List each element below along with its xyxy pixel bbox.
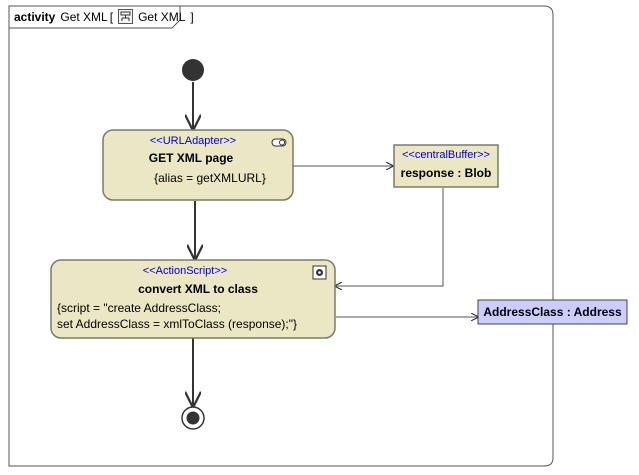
frame-name: Get XML xyxy=(60,9,108,24)
initial-node[interactable] xyxy=(182,59,204,81)
frame-ref-name: Get XML xyxy=(138,9,186,24)
script-icon-hub xyxy=(318,271,321,274)
frame-keyword: activity xyxy=(14,9,56,24)
frame-tab xyxy=(8,5,181,29)
convert-script-line1: {script = "create AddressClass; xyxy=(57,301,221,315)
rake-icon xyxy=(118,9,134,24)
frame-bracket-open: [ xyxy=(109,9,114,24)
get-xml-stereotype: <<URLAdapter>> xyxy=(149,135,237,147)
convert-name: convert XML to class xyxy=(138,282,258,296)
central-buffer-response[interactable] xyxy=(393,144,499,188)
action-get-xml-page[interactable] xyxy=(102,129,294,201)
convert-stereotype: <<ActionScript>> xyxy=(142,265,228,277)
frame-bracket-close: ] xyxy=(190,9,194,24)
get-xml-constraint: {alias = getXMLURL} xyxy=(154,171,266,185)
convert-script-line2: set AddressClass = xmlToClass (response)… xyxy=(57,317,298,331)
object-address-class[interactable] xyxy=(477,299,628,325)
activity-frame xyxy=(8,5,554,467)
final-node-inner xyxy=(186,411,200,425)
get-xml-name: GET XML page xyxy=(148,151,234,165)
flow-buffer-to-convert xyxy=(335,188,444,286)
address-object-name: AddressClass : Address xyxy=(483,305,622,319)
toggle-knob xyxy=(279,139,285,146)
buffer-name: response : Blob xyxy=(400,166,492,180)
buffer-stereotype: <<centralBuffer>> xyxy=(402,149,490,161)
action-convert-xml[interactable] xyxy=(50,259,336,339)
frame-title: activity Get XML [ Get XML ] xyxy=(14,9,194,24)
